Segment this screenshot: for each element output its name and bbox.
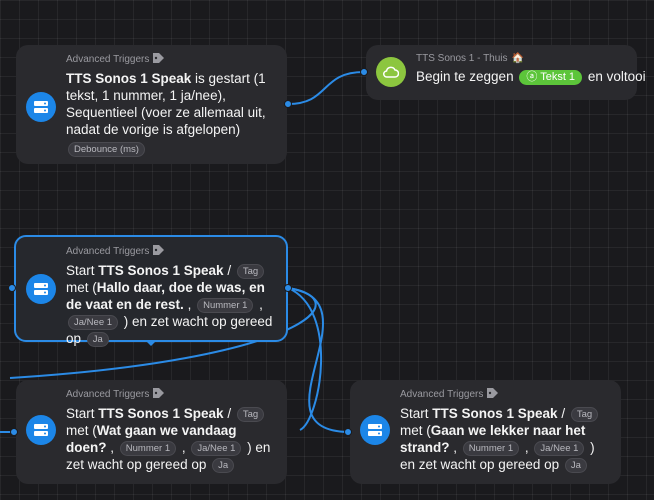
- card-title: TTS Sonos 1 Speak: [432, 406, 558, 421]
- input-port[interactable]: [10, 428, 18, 436]
- speech-text: Gaan we lekker naar het strand?: [400, 423, 586, 455]
- card-title: TTS Sonos 1 Speak: [98, 406, 224, 421]
- input-port[interactable]: [360, 68, 368, 76]
- ja-pill[interactable]: Ja: [212, 458, 235, 473]
- card-text: Begin te zeggen: [416, 69, 518, 84]
- wire-card3-to-card5: [287, 287, 349, 433]
- number-pill[interactable]: Nummer 1: [197, 298, 254, 313]
- server-icon: [360, 415, 390, 445]
- card-text: is gestart (1 tekst, 1 nummer, 1 ja/nee)…: [66, 71, 266, 103]
- trigger-card-started[interactable]: Advanced Triggers TTS Sonos 1 Speak is g…: [16, 45, 287, 164]
- card-text: Sequentieel (voer ze allemaal uit, nadat…: [66, 105, 266, 137]
- number-pill[interactable]: Nummer 1: [119, 441, 177, 456]
- speech-text: Wat gaan we vandaag doen?: [66, 423, 237, 455]
- number-pill[interactable]: Nummer 1: [462, 441, 520, 456]
- card-header: TTS Sonos 1 - Thuis: [416, 53, 508, 64]
- yesno-pill[interactable]: Ja/Nee 1: [191, 441, 242, 456]
- trigger-card-start-3[interactable]: Advanced Triggers Start TTS Sonos 1 Spea…: [350, 380, 621, 484]
- tag-icon: [487, 388, 499, 401]
- server-icon: [26, 415, 56, 445]
- server-icon: [26, 274, 56, 304]
- card-title: TTS Sonos 1 Speak: [98, 263, 224, 278]
- debounce-pill[interactable]: Debounce (ms): [68, 142, 145, 157]
- tag-icon: [153, 245, 165, 258]
- card-header: Advanced Triggers: [66, 389, 150, 400]
- output-port[interactable]: [284, 100, 292, 108]
- ja-pill[interactable]: Ja: [564, 458, 587, 473]
- tag-icon: [153, 53, 165, 66]
- wire-card1-to-card2: [287, 71, 365, 105]
- selection-caret: [145, 340, 157, 346]
- tag-pill[interactable]: Tag: [236, 407, 265, 422]
- card-text: en voltooi: [584, 69, 646, 84]
- action-card-tts[interactable]: TTS Sonos 1 - Thuis 🏠 Begin te zeggen ⓐ …: [366, 45, 646, 100]
- card-header: Advanced Triggers: [66, 54, 150, 65]
- tekst-pill[interactable]: ⓐ Tekst 1: [519, 70, 583, 85]
- card-header: Advanced Triggers: [66, 246, 150, 257]
- card-title: TTS Sonos 1 Speak: [66, 71, 192, 86]
- trigger-card-start-2[interactable]: Advanced Triggers Start TTS Sonos 1 Spea…: [16, 380, 287, 484]
- house-icon: 🏠: [511, 53, 524, 64]
- cloud-icon: [376, 57, 406, 87]
- output-port[interactable]: [284, 284, 292, 292]
- tag-pill[interactable]: Tag: [570, 407, 599, 422]
- card-header: Advanced Triggers: [400, 389, 484, 400]
- yesno-pill[interactable]: Ja/Nee 1: [68, 315, 119, 330]
- wire-card3-to-card4-b: [287, 287, 322, 431]
- tag-pill[interactable]: Tag: [236, 264, 265, 279]
- tag-icon: [153, 388, 165, 401]
- trigger-card-start-1[interactable]: Advanced Triggers Start TTS Sonos 1 Spea…: [14, 235, 288, 347]
- server-icon: [26, 92, 56, 122]
- yesno-pill[interactable]: Ja/Nee 1: [534, 441, 585, 456]
- input-port[interactable]: [8, 284, 16, 292]
- speech-text: Hallo daar, doe de was, en de vaat en de…: [66, 280, 265, 312]
- ja-pill[interactable]: Ja: [86, 332, 109, 347]
- input-port[interactable]: [344, 428, 352, 436]
